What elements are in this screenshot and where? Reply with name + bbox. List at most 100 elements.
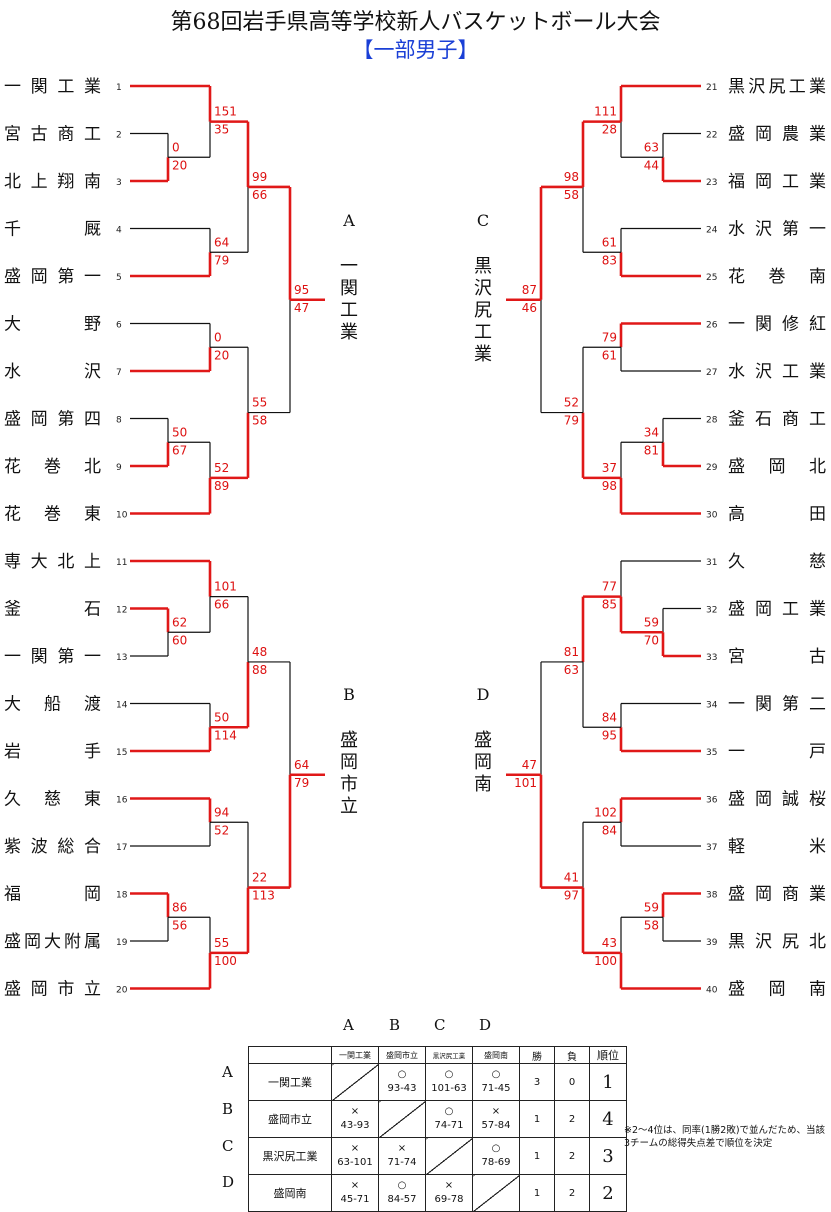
block-winner-char: 南 <box>474 774 492 795</box>
team-name: 黒沢尻工業 <box>728 77 826 97</box>
result-score: 57-84 <box>481 1120 511 1131</box>
block-winner-char: 業 <box>474 344 492 365</box>
league-row: 盛岡市立 ×43-93 ○74-71 ×57-84 1 2 4 <box>248 1100 627 1138</box>
score-label: 70 <box>644 633 659 647</box>
score-label: 84 <box>602 710 617 724</box>
block-winner-char: 業 <box>340 322 358 343</box>
seed-number: 2 <box>116 131 122 141</box>
block-winner-char: 沢 <box>474 278 492 299</box>
result-mark: × <box>350 1143 360 1154</box>
league-result-cell: ×45-71 <box>331 1174 379 1212</box>
league-col-letter: D <box>479 1016 492 1034</box>
team-name: 水沢工業 <box>728 362 826 382</box>
score-label: 67 <box>172 443 187 457</box>
score-label: 79 <box>214 253 229 267</box>
block-winner-char: 尻 <box>474 300 492 321</box>
score-label: 101 <box>214 580 237 594</box>
seed-number: 17 <box>116 843 127 853</box>
score-label: 81 <box>644 443 659 457</box>
league-col-letter: A <box>343 1016 354 1034</box>
block-winner-char: 岡 <box>474 752 492 773</box>
seed-number: 9 <box>116 463 122 473</box>
score-label: 111 <box>594 105 617 119</box>
seed-number: 14 <box>116 701 128 711</box>
league-rank: 1 <box>589 1063 627 1101</box>
team-name: 花巻北 <box>4 457 101 477</box>
league-losses: 2 <box>554 1174 590 1212</box>
score-label: 61 <box>602 235 617 249</box>
seed-number: 19 <box>116 938 128 948</box>
league-self-cell <box>425 1137 473 1175</box>
league-result-cell: ○74-71 <box>425 1100 473 1138</box>
result-score: 93-43 <box>387 1083 417 1094</box>
team-name: 大 野 <box>4 315 101 335</box>
score-label: 58 <box>564 188 579 202</box>
score-label: 151 <box>214 105 237 119</box>
league-losses: 2 <box>554 1100 590 1138</box>
score-label: 56 <box>172 918 187 932</box>
score-label: 46 <box>522 301 537 315</box>
seed-number: 25 <box>706 273 717 283</box>
score-label: 59 <box>644 900 659 914</box>
league-rank: 4 <box>589 1100 627 1138</box>
league-team-name: 盛岡市立 <box>248 1100 332 1138</box>
league-col-head: 負 <box>554 1046 590 1064</box>
league-result-cell: ○71-45 <box>472 1063 520 1101</box>
score-label: 101 <box>514 776 537 790</box>
block-winner-char: 盛 <box>340 730 358 751</box>
score-label: 114 <box>214 728 237 742</box>
seed-number: 30 <box>706 511 718 521</box>
team-name: 盛岡第一 <box>4 267 101 287</box>
score-label: 95 <box>602 728 617 742</box>
block-letter: B <box>343 685 355 704</box>
block-winner-char: 岡 <box>340 752 358 773</box>
score-label: 47 <box>522 758 537 772</box>
league-wins: 1 <box>519 1137 555 1175</box>
seed-number: 24 <box>706 226 718 236</box>
league-result-cell: ×71-74 <box>378 1137 426 1175</box>
seed-number: 31 <box>706 558 717 568</box>
result-mark: × <box>397 1143 407 1154</box>
league-row-letter: A <box>222 1063 233 1081</box>
score-label: 66 <box>252 188 267 202</box>
league-row-letter: B <box>222 1100 234 1118</box>
score-label: 28 <box>602 123 617 137</box>
score-label: 98 <box>564 170 579 184</box>
team-name: 盛岡市立 <box>4 980 101 1000</box>
block-winner-char: 一 <box>340 256 358 277</box>
team-name: 盛岡大附属 <box>4 932 101 952</box>
score-label: 20 <box>214 348 229 362</box>
league-corner-cell <box>248 1046 332 1064</box>
league-row-letter: D <box>222 1173 235 1191</box>
score-label: 61 <box>602 348 617 362</box>
seed-number: 15 <box>116 748 127 758</box>
score-label: 55 <box>252 396 267 410</box>
score-label: 52 <box>214 461 229 475</box>
team-name: 宮 古 <box>728 647 826 667</box>
team-name: 一関第一 <box>4 647 101 667</box>
seed-number: 18 <box>116 891 128 901</box>
result-mark: ○ <box>444 1106 454 1117</box>
team-name: 水 沢 <box>4 362 101 382</box>
result-score: 43-93 <box>340 1120 370 1131</box>
page-title: 第68回岩手県高等学校新人バスケットボール大会 <box>170 10 661 35</box>
league-self-cell <box>378 1100 426 1138</box>
result-score: 63-101 <box>337 1157 373 1168</box>
result-score: 78-69 <box>481 1157 511 1168</box>
score-label: 52 <box>214 823 229 837</box>
page-subtitle: 【一部男子】 <box>352 38 479 62</box>
seed-number: 5 <box>116 273 122 283</box>
league-rank: 3 <box>589 1137 627 1175</box>
seed-number: 21 <box>706 83 717 93</box>
seed-number: 26 <box>706 321 718 331</box>
score-label: 63 <box>564 663 579 677</box>
team-name: 盛岡第四 <box>4 410 101 430</box>
team-name: 花巻東 <box>4 505 101 525</box>
seed-number: 29 <box>706 463 718 473</box>
result-mark: ○ <box>397 1069 407 1080</box>
result-mark: ○ <box>491 1069 501 1080</box>
score-label: 62 <box>172 615 187 629</box>
team-name: 盛岡工業 <box>728 600 826 620</box>
team-name: 高 田 <box>728 505 826 525</box>
league-col-head: 順位 <box>589 1046 627 1064</box>
